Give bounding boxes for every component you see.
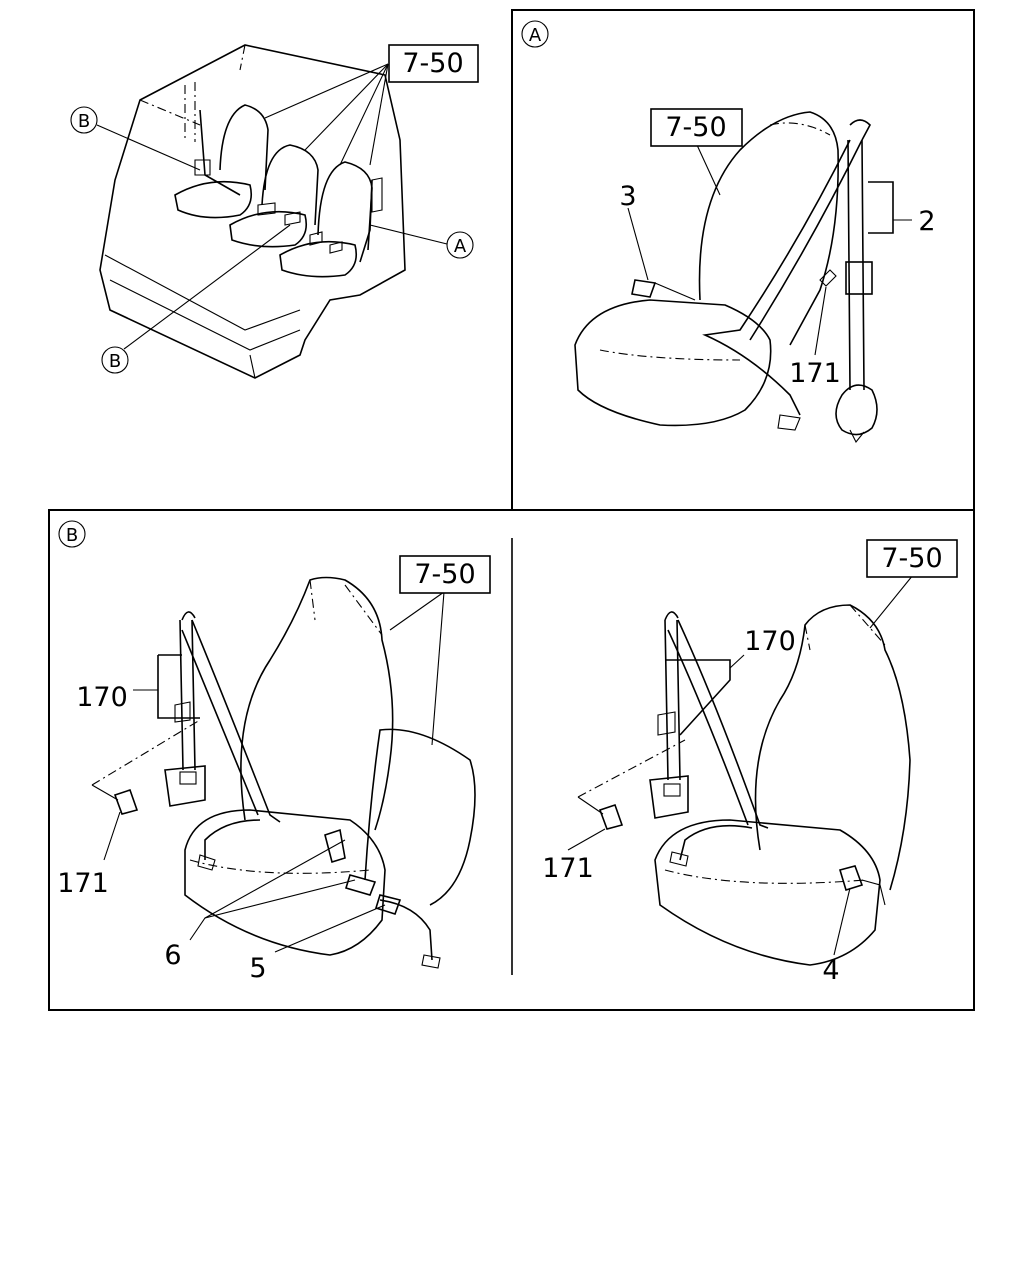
part-number-171-left: 171: [57, 868, 109, 899]
view-b-frame: [48, 509, 975, 1011]
view-b-panel-label: B: [66, 525, 78, 546]
view-b-marker-overview-bottom: B: [109, 351, 121, 372]
ref-7-50-view-a: 7-50: [665, 112, 726, 143]
part-number-2: 2: [918, 206, 935, 237]
ref-7-50-view-b-left: 7-50: [414, 559, 475, 590]
part-number-171-right: 171: [542, 853, 594, 884]
view-b-right-drawing: [567, 574, 914, 966]
part-number-4: 4: [822, 955, 839, 986]
callout-labels: 7-50 7-50 7-50 7-50 B A B A B 3 2 171 17…: [57, 20, 958, 986]
view-a-seat-drawing: [574, 111, 912, 444]
ref-box-view-b-left: [399, 555, 491, 594]
part-number-5: 5: [249, 953, 266, 984]
ref-7-50-view-b-right: 7-50: [881, 543, 942, 574]
view-a-marker-overview: A: [454, 236, 467, 257]
part-number-170-left: 170: [76, 682, 128, 713]
part-number-170-right: 170: [744, 626, 796, 657]
ref-box-overview: [388, 44, 479, 83]
part-number-6: 6: [164, 940, 181, 971]
ref-7-50-overview: 7-50: [402, 48, 463, 79]
ref-box-view-b-right: [866, 539, 958, 578]
view-b-left-drawing: [91, 576, 476, 969]
part-number-171-view-a: 171: [789, 358, 841, 389]
part-number-3: 3: [619, 181, 636, 212]
overview-cab-drawing: [96, 44, 448, 379]
view-a-frame: [511, 9, 975, 511]
ref-box-view-a: [650, 108, 743, 147]
panel-frames: [48, 9, 975, 1011]
view-b-marker-overview-top: B: [78, 111, 90, 132]
view-a-panel-label: A: [529, 25, 542, 46]
